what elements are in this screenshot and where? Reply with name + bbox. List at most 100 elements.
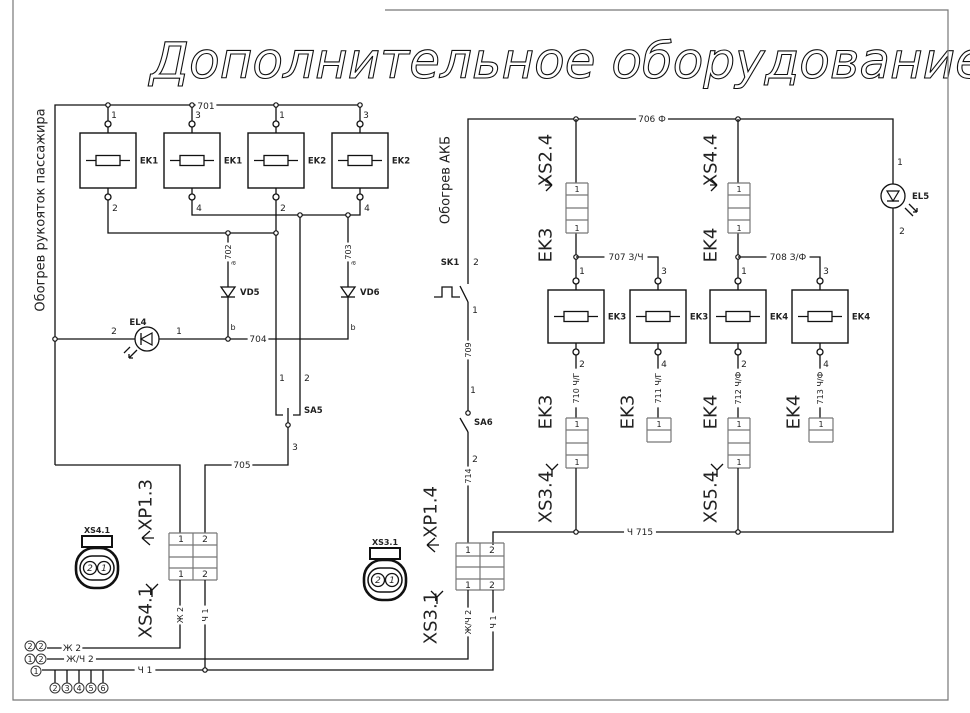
plug-latch-icon bbox=[369, 547, 401, 560]
xs3-1-label: XS3.1 bbox=[420, 592, 441, 644]
xp1-4-label: XP1.4 bbox=[420, 486, 441, 538]
pin-number: 2 bbox=[202, 570, 208, 580]
component-label-xs34: XS3.4 bbox=[535, 471, 556, 523]
junction-node bbox=[285, 422, 291, 428]
component-label-ek4_top: EK4 bbox=[700, 228, 721, 263]
label-background bbox=[815, 368, 825, 408]
label-background bbox=[604, 252, 648, 262]
junction-node bbox=[225, 336, 231, 342]
harness-number: 1 bbox=[27, 655, 32, 664]
pin-number: 1 bbox=[111, 111, 117, 121]
pin-number: 1 bbox=[897, 158, 903, 168]
plug-label: XS3.1 bbox=[372, 538, 399, 547]
connector-socket-icon bbox=[430, 590, 444, 604]
pin-number: 1 bbox=[574, 420, 579, 429]
diode-pin-b: b bbox=[350, 323, 355, 332]
component-label-ek3_top: EK3 bbox=[535, 228, 556, 263]
connector-socket-icon bbox=[710, 463, 724, 477]
pin-number: 3 bbox=[661, 267, 667, 277]
harness-number: 2 bbox=[27, 642, 32, 651]
wire bbox=[576, 256, 821, 278]
junction-node bbox=[297, 212, 303, 218]
pin-number: 2 bbox=[473, 258, 479, 268]
terminal bbox=[816, 277, 824, 285]
label-background bbox=[463, 607, 473, 637]
label-background bbox=[766, 252, 810, 262]
wire bbox=[107, 200, 283, 416]
harness-number: 2 bbox=[38, 655, 43, 664]
label-background bbox=[64, 654, 96, 664]
led-el4-icon bbox=[139, 331, 153, 347]
pin-number: 1 bbox=[741, 267, 747, 277]
heater-label: EK1 bbox=[140, 157, 158, 167]
terminal bbox=[572, 277, 580, 285]
pin-number: 2 bbox=[899, 227, 905, 237]
harness-circle bbox=[85, 682, 97, 694]
resistor-icon bbox=[95, 154, 121, 167]
component-label-ek3_a: EK3 bbox=[535, 395, 556, 430]
label-background bbox=[231, 460, 253, 470]
heater-label: EK2 bbox=[392, 157, 410, 167]
wire-label: 711 Ч/Г bbox=[654, 372, 663, 403]
wire-label-708: 708 З/Ф bbox=[770, 253, 807, 263]
wire-label-709: 709 bbox=[464, 342, 473, 357]
pin-number: 2 bbox=[304, 374, 310, 384]
diode-pin-a: a bbox=[350, 261, 358, 265]
pin-number: 2 bbox=[111, 327, 117, 337]
pin-number: 1 bbox=[574, 185, 579, 194]
wire-color-label: Ж/Ч 2 bbox=[464, 610, 473, 634]
pin-number: 1 bbox=[472, 306, 478, 316]
sk1-blade bbox=[459, 285, 469, 303]
connector-socket-icon bbox=[145, 583, 159, 597]
connector-xs3-4 bbox=[565, 417, 589, 469]
connector-single bbox=[646, 417, 672, 443]
component-label-ek3_b: EK3 bbox=[617, 395, 638, 430]
label-background bbox=[247, 334, 269, 344]
wire-label-707: 707 З/Ч bbox=[608, 253, 643, 263]
label-background bbox=[134, 665, 156, 675]
junction-node bbox=[465, 410, 471, 416]
harness-circle bbox=[30, 665, 42, 677]
wire-color-label: Ч 1 bbox=[489, 615, 498, 628]
pin-number: 1 bbox=[178, 570, 184, 580]
label-background bbox=[733, 368, 743, 408]
el5-label: EL5 bbox=[912, 192, 929, 202]
el4-label: EL4 bbox=[129, 318, 146, 328]
plug-pin-icon bbox=[384, 572, 400, 588]
terminal bbox=[272, 193, 280, 201]
pin-number: 2 bbox=[579, 360, 585, 370]
wire-706-715 bbox=[467, 118, 894, 545]
resistor-icon bbox=[725, 310, 751, 323]
harness-circle bbox=[35, 653, 47, 665]
terminal bbox=[734, 348, 742, 356]
light-arrows-icon bbox=[904, 203, 918, 217]
plug-pin-number: 1 bbox=[101, 564, 107, 574]
harness-number: 1 bbox=[33, 667, 38, 676]
harness-wire-label: Ж/Ч 2 bbox=[66, 655, 93, 665]
connector-socket bbox=[565, 182, 589, 234]
component-label-xs24: XS2.4 bbox=[535, 134, 556, 186]
terminal bbox=[356, 120, 364, 128]
harness-wire-label: Ч 1 bbox=[138, 666, 153, 676]
sa6-label: SA6 bbox=[474, 418, 493, 428]
harness-number: 2 bbox=[52, 684, 57, 693]
wire-label-714: 714 bbox=[464, 468, 473, 483]
terminal bbox=[734, 277, 742, 285]
label-background bbox=[488, 612, 498, 632]
frame-border bbox=[12, 0, 949, 701]
connector-single bbox=[808, 417, 834, 443]
wire-label-705: 705 bbox=[233, 461, 250, 471]
vd5-label: VD5 bbox=[240, 288, 260, 298]
heater-label: EK3 bbox=[608, 313, 626, 323]
pin-number: 2 bbox=[489, 546, 495, 556]
harness-circle bbox=[24, 653, 36, 665]
resistor-icon bbox=[263, 154, 289, 167]
wire-705 bbox=[55, 427, 289, 533]
diode-pin-a: a bbox=[230, 261, 238, 265]
terminal bbox=[272, 120, 280, 128]
terminal bbox=[816, 348, 824, 356]
connector-xs5-4 bbox=[727, 417, 751, 469]
pin-number: 2 bbox=[489, 581, 495, 591]
diode-vd6-icon bbox=[339, 286, 357, 299]
pin-number: 4 bbox=[661, 360, 667, 370]
